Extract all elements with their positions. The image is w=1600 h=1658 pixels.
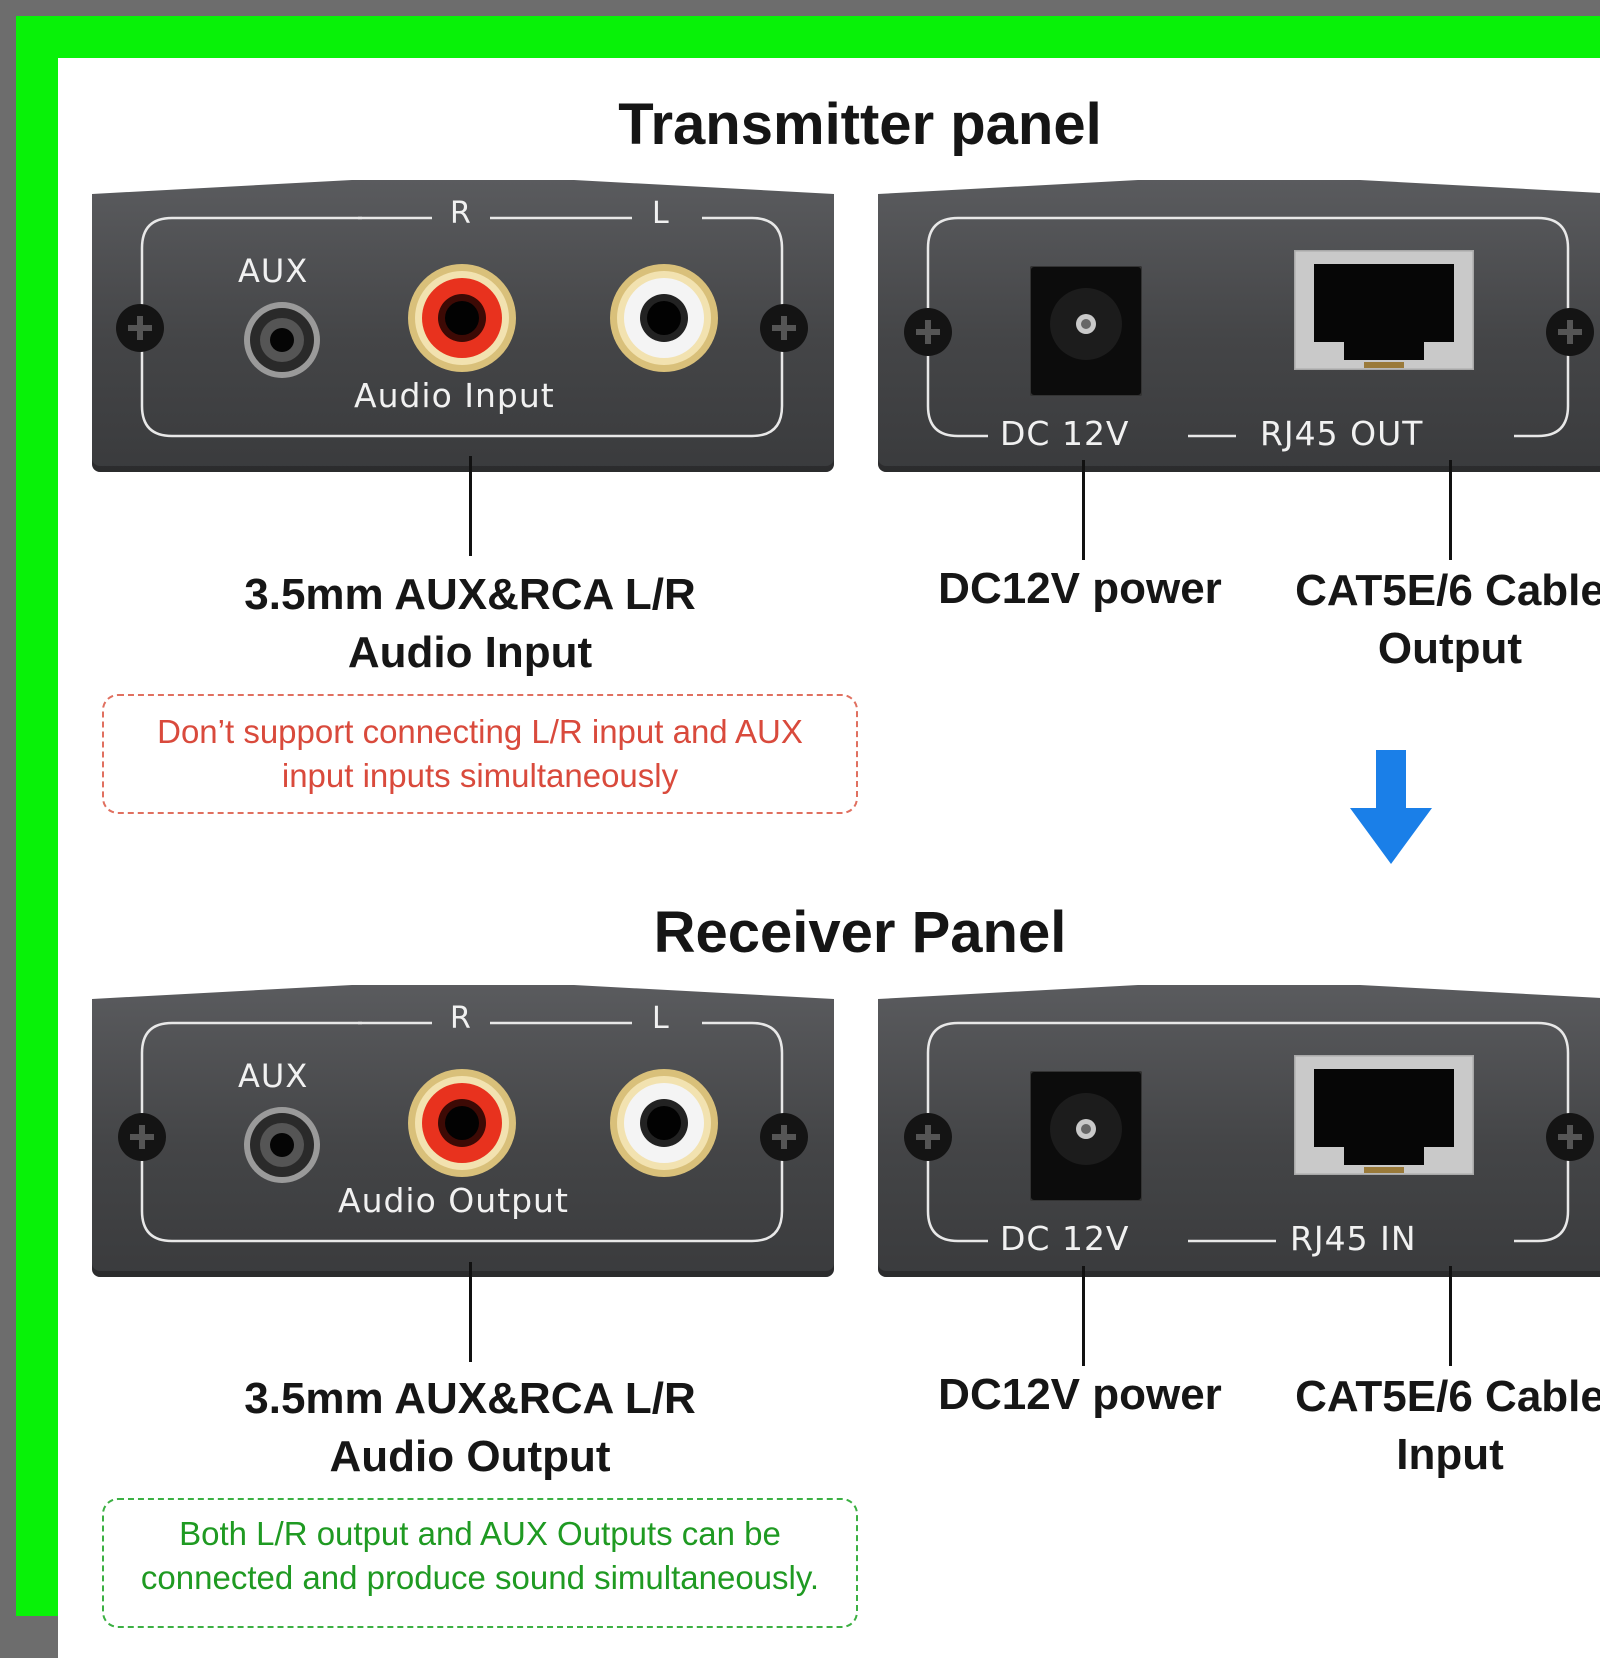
aux-jack-icon [244, 302, 320, 378]
rj45-port-icon [1294, 250, 1474, 370]
dc-jack-icon [1030, 266, 1142, 396]
l-channel-label: L [652, 196, 670, 231]
callout-line-2: Input [1396, 1430, 1504, 1479]
dc-jack-icon [1030, 1071, 1142, 1201]
aux-label: AUX [238, 1057, 309, 1095]
transmitter-audio-callout: 3.5mm AUX&RCA L/R Audio Input [170, 566, 770, 682]
screw-icon [1546, 1113, 1594, 1161]
callout-line-2: Audio Output [329, 1432, 611, 1481]
note-line-1: Don’t support connecting L/R input and A… [157, 713, 803, 750]
transmitter-audio-panel: R L AUX Audio Input [92, 180, 834, 472]
arrow-down-icon [1350, 750, 1432, 864]
callout-line-cable [1449, 1266, 1452, 1366]
rca-jack-icon [610, 1069, 718, 1177]
transmitter-cable-callout: CAT5E/6 Cable Output [1270, 562, 1600, 678]
rca-jack-icon [610, 264, 718, 372]
screw-icon [1546, 308, 1594, 356]
screw-icon [760, 304, 808, 352]
note-line-2: connected and produce sound simultaneous… [140, 1559, 820, 1596]
dc-12v-label: DC 12V [1000, 414, 1130, 453]
callout-line-1: CAT5E/6 Cable [1295, 566, 1600, 615]
aux-jack-icon [244, 1107, 320, 1183]
callout-line-1: 3.5mm AUX&RCA L/R [244, 570, 696, 619]
screw-icon [116, 304, 164, 352]
transmitter-title: Transmitter panel [618, 92, 1102, 157]
transmitter-power-panel: DC 12V RJ45 OUT [878, 180, 1600, 472]
receiver-audio-callout: 3.5mm AUX&RCA L/R Audio Output [170, 1370, 770, 1486]
rca-jack-icon [408, 1069, 516, 1177]
note-line-2: input inputs simultaneously [281, 757, 679, 794]
callout-line-2: Audio Input [347, 628, 593, 677]
receiver-cable-callout: CAT5E/6 Cable Input [1270, 1368, 1600, 1484]
callout-line-audio [469, 1262, 472, 1362]
callout-line-power [1082, 1266, 1085, 1366]
rj45-in-label: RJ45 IN [1290, 1219, 1417, 1258]
rca-jack-icon [408, 264, 516, 372]
screw-icon [760, 1113, 808, 1161]
receiver-power-panel: DC 12V RJ45 IN [878, 985, 1600, 1277]
dc-12v-label: DC 12V [1000, 1219, 1130, 1258]
l-channel-label: L [652, 1001, 670, 1036]
receiver-audio-panel: R L AUX Audio Output [92, 985, 834, 1277]
rj45-port-icon [1294, 1055, 1474, 1175]
audio-output-caption: Audio Output [338, 1181, 569, 1220]
receiver-power-callout: DC12V power [938, 1370, 1222, 1419]
callout-line-audio [469, 456, 472, 556]
screw-icon [904, 1113, 952, 1161]
screw-icon [904, 308, 952, 356]
r-channel-label: R [450, 196, 472, 231]
callout-line-1: CAT5E/6 Cable [1295, 1372, 1600, 1421]
note-line-1: Both L/R output and AUX Outputs can be [179, 1515, 781, 1552]
receiver-info-note: Both L/R output and AUX Outputs can be c… [102, 1498, 858, 1628]
r-channel-label: R [450, 1001, 472, 1036]
aux-label: AUX [238, 252, 309, 290]
callout-line-power [1082, 460, 1085, 560]
callout-line-cable [1449, 460, 1452, 560]
callout-line-1: 3.5mm AUX&RCA L/R [244, 1374, 696, 1423]
transmitter-warning-note: Don’t support connecting L/R input and A… [102, 694, 858, 814]
receiver-title: Receiver Panel [653, 900, 1067, 965]
audio-input-caption: Audio Input [354, 376, 555, 415]
screw-icon [118, 1113, 166, 1161]
callout-line-2: Output [1377, 624, 1523, 673]
transmitter-power-callout: DC12V power [938, 564, 1222, 613]
rj45-out-label: RJ45 OUT [1260, 414, 1424, 453]
